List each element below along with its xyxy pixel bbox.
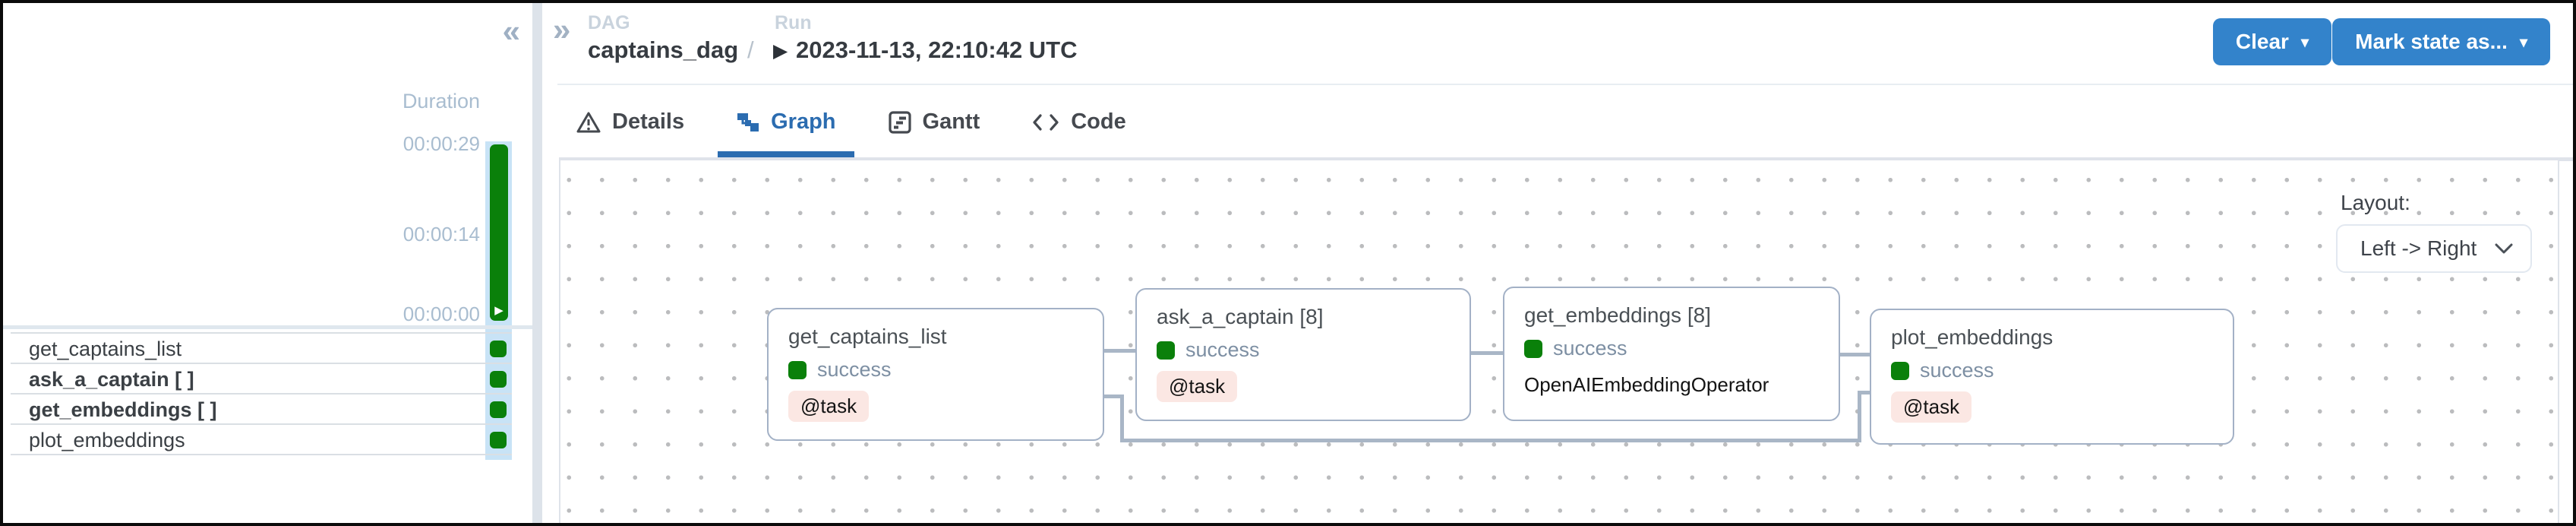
node-title: ask_a_captain [8] — [1157, 305, 1324, 328]
success-status-square — [1891, 361, 1909, 380]
duration-tick: 00:00:14 — [402, 223, 480, 246]
task-row-plot-embeddings[interactable]: plot_embeddings — [11, 425, 512, 455]
chevron-down-icon: ▾ — [2300, 33, 2309, 51]
mark-state-button-label: Mark state as... — [2355, 30, 2508, 53]
duration-tick: 00:00:29 — [402, 132, 480, 155]
task-label: ask_a_captain [ ] — [29, 368, 194, 391]
node-title: get_embeddings [8] — [1524, 303, 1711, 327]
layout-selected-value: Left -> Right — [2360, 236, 2477, 260]
breadcrumb-dag-name[interactable]: captains_dag — [588, 36, 739, 63]
task-list: get_captains_list ask_a_captain [ ] get_… — [11, 332, 512, 455]
run-type-play-icon: ▶ — [773, 40, 788, 62]
tab-details[interactable]: Details — [573, 97, 687, 157]
tab-gantt[interactable]: Gantt — [885, 97, 983, 157]
view-tabs: Details Graph Gantt — [573, 97, 1129, 157]
chevron-down-icon: ▾ — [2519, 33, 2527, 51]
success-status-square[interactable] — [490, 341, 507, 357]
node-status-label: success — [1185, 338, 1260, 361]
grid-sidebar: « Duration 00:00:29 00:00:14 00:00:00 ▶ … — [0, 0, 532, 526]
success-status-square — [1157, 341, 1175, 360]
task-label: get_captains_list — [29, 337, 182, 360]
clear-button[interactable]: Clear ▾ — [2212, 18, 2331, 65]
panel-divider[interactable] — [532, 0, 542, 526]
breadcrumb-run-timestamp[interactable]: 2023-11-13, 22:10:42 UTC — [796, 36, 1078, 63]
graph-canvas[interactable]: get_captains_list success @task ask_a_ca… — [559, 160, 2559, 526]
layout-label: Layout: — [2341, 191, 2410, 214]
node-status-label: success — [1553, 337, 1627, 360]
graph-icon — [737, 112, 759, 132]
task-decorator-badge: @task — [1157, 371, 1238, 402]
expand-panel-icon[interactable]: » — [553, 11, 571, 47]
success-status-square — [1524, 339, 1542, 358]
tabs-bottom-border — [559, 157, 2574, 161]
duration-axis-label: Duration — [402, 90, 480, 112]
layout-direction-select[interactable]: Left -> Right — [2336, 224, 2532, 273]
gantt-icon — [888, 110, 911, 134]
tab-graph-label: Graph — [771, 109, 836, 134]
task-row-get-captains-list[interactable]: get_captains_list — [11, 334, 512, 364]
task-row-ask-a-captain[interactable]: ask_a_captain [ ] — [11, 364, 512, 394]
tab-graph[interactable]: Graph — [718, 97, 854, 157]
breadcrumb-run-label: Run — [775, 12, 812, 33]
tab-code-label: Code — [1071, 109, 1126, 134]
task-decorator-badge: @task — [788, 391, 870, 422]
success-status-square[interactable] — [490, 401, 507, 418]
task-decorator-badge: @task — [1891, 391, 1972, 423]
duration-tick: 00:00:00 — [402, 303, 480, 325]
success-status-square — [788, 360, 807, 379]
breadcrumb-dag-label: DAG — [588, 12, 630, 33]
main-panel: » DAG captains_dag / Run ▶ 2023-11-13, 2… — [542, 0, 2576, 526]
task-label: get_embeddings [ ] — [29, 398, 217, 421]
breadcrumb-separator: / — [747, 36, 754, 63]
warning-icon — [576, 112, 601, 132]
tab-code[interactable]: Code — [1028, 97, 1129, 157]
edge-ask-a-captain-to-get-embeddings — [1471, 351, 1504, 355]
operator-name-label: OpenAIEmbeddingOperator — [1524, 373, 1769, 396]
node-title: get_captains_list — [788, 325, 947, 348]
clear-button-label: Clear — [2235, 30, 2289, 53]
edge-get-captains-list-to-plot-embeddings — [1120, 394, 1124, 442]
edge-get-captains-list-to-plot-embeddings — [1104, 394, 1124, 398]
success-status-square[interactable] — [490, 432, 507, 448]
success-status-square[interactable] — [490, 371, 507, 388]
tab-details-label: Details — [612, 109, 685, 134]
mark-state-as-button[interactable]: Mark state as... ▾ — [2332, 18, 2550, 65]
node-status-label: success — [817, 358, 892, 381]
node-status-label: success — [1920, 359, 1994, 382]
graph-node-get-embeddings[interactable]: get_embeddings [8] success OpenAIEmbeddi… — [1503, 287, 1840, 421]
node-title: plot_embeddings — [1891, 325, 2054, 349]
grid-separator — [0, 325, 532, 329]
edge-get-captains-list-to-plot-embeddings — [1858, 391, 1871, 394]
graph-node-ask-a-captain[interactable]: ask_a_captain [8] success @task — [1135, 288, 1471, 421]
run-play-icon: ▶ — [494, 304, 504, 317]
graph-node-get-captains-list[interactable]: get_captains_list success @task — [767, 308, 1104, 441]
dag-run-duration-bar[interactable]: ▶ — [490, 144, 508, 321]
edge-get-captains-list-to-plot-embeddings — [1120, 439, 1861, 442]
code-icon — [1033, 113, 1059, 131]
collapse-panel-icon[interactable]: « — [502, 13, 520, 49]
graph-node-plot-embeddings[interactable]: plot_embeddings success @task — [1870, 309, 2234, 445]
tab-gantt-label: Gantt — [922, 109, 980, 134]
task-label: plot_embeddings — [29, 429, 185, 452]
chevron-down-icon — [2495, 243, 2513, 254]
edge-get-captains-list-to-plot-embeddings — [1858, 391, 1861, 442]
header-divider — [557, 84, 2574, 85]
edge-get-captains-list-to-ask-a-captain — [1104, 349, 1137, 353]
task-row-get-embeddings[interactable]: get_embeddings [ ] — [11, 394, 512, 425]
edge-get-embeddings-to-plot-embeddings — [1840, 353, 1871, 356]
